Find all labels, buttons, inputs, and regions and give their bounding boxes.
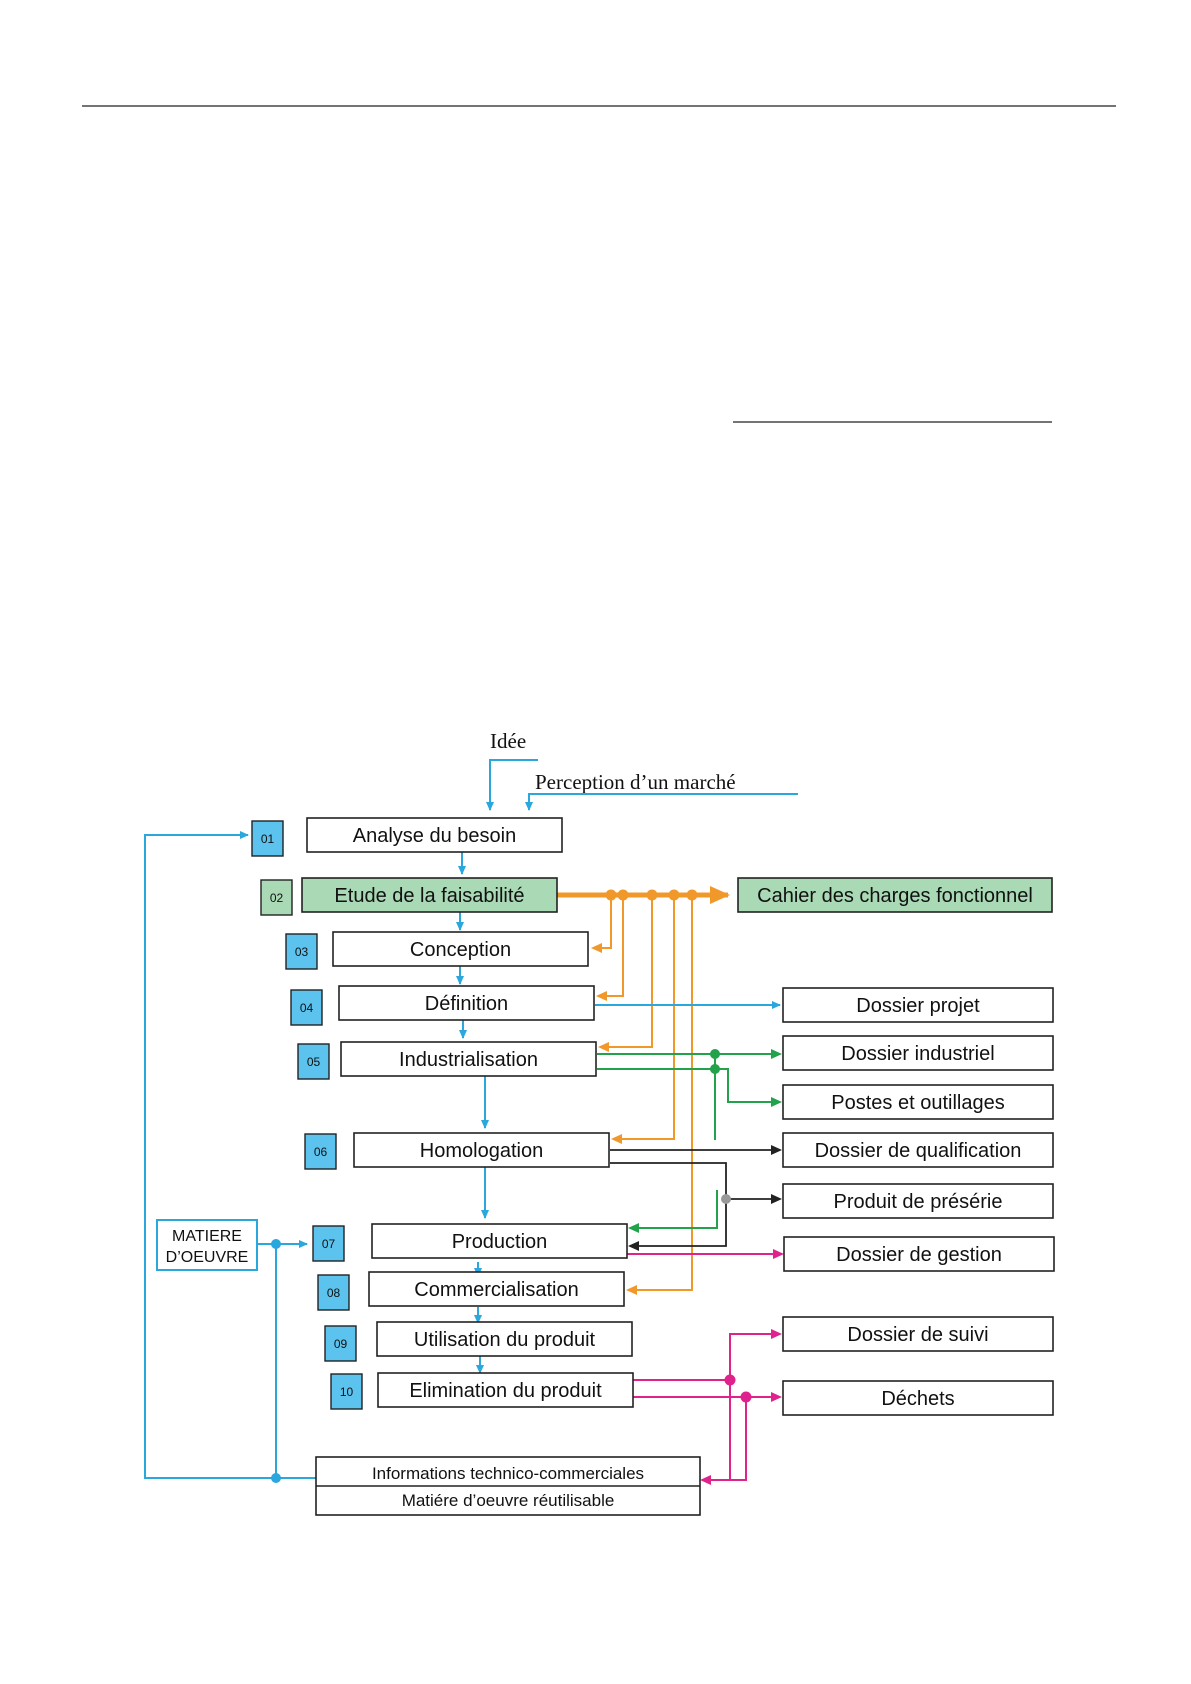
phase-box-commercialisation: Commercialisation (368, 1271, 625, 1307)
svg-text:Commercialisation: Commercialisation (414, 1279, 579, 1301)
orange-flows (557, 886, 730, 1295)
svg-text:Production: Production (452, 1231, 548, 1253)
svg-text:Elimination du produit: Elimination du produit (409, 1380, 602, 1402)
phase-box-conception: Conception (332, 931, 589, 967)
output-dossier-industriel: Dossier industriel (782, 1035, 1054, 1071)
svg-text:04: 04 (300, 1001, 314, 1015)
output-produit-preserie: Produit de présérie (782, 1183, 1054, 1219)
phase-tag-02: 02 (260, 879, 293, 916)
input-market: Perception d’un marché (525, 770, 798, 811)
svg-text:Analyse du besoin: Analyse du besoin (353, 825, 516, 847)
svg-text:Déchets: Déchets (881, 1388, 954, 1410)
phase-box-elimination-produit: Elimination du produit (377, 1372, 634, 1408)
phase-tag-06: 06 (304, 1133, 337, 1170)
output-dossier-projet: Dossier projet (782, 987, 1054, 1023)
phase-tag-10: 10 (330, 1373, 363, 1410)
feedback-box: Informations technico-commerciales Matié… (315, 1456, 701, 1516)
svg-text:Dossier industriel: Dossier industriel (841, 1043, 994, 1065)
black-flows (610, 1145, 782, 1251)
feedback-loop (144, 831, 316, 1483)
svg-text:Dossier de qualification: Dossier de qualification (815, 1140, 1022, 1162)
magenta-flows (627, 1249, 784, 1485)
phase-box-production: Production (371, 1223, 628, 1259)
phase-tag-03: 03 (285, 933, 318, 970)
input-idea: Idée (486, 729, 538, 811)
svg-text:Industrialisation: Industrialisation (399, 1049, 538, 1071)
svg-text:Dossier de suivi: Dossier de suivi (847, 1324, 988, 1346)
phase-tag-09: 09 (324, 1325, 357, 1362)
output-dossier-suivi: Dossier de suivi (782, 1316, 1054, 1352)
svg-text:Matiére d’oeuvre réutilisable: Matiére d’oeuvre réutilisable (402, 1491, 615, 1510)
svg-text:D’OEUVRE: D’OEUVRE (166, 1249, 249, 1266)
output-dossier-gestion: Dossier de gestion (783, 1236, 1055, 1272)
phase-tag-01: 01 (251, 820, 284, 857)
svg-text:Utilisation du produit: Utilisation du produit (414, 1329, 596, 1351)
phase-tag-07: 07 (312, 1225, 345, 1262)
phase-box-etude-faisabilite: Etude de la faisabilité (301, 877, 558, 913)
svg-text:05: 05 (307, 1055, 321, 1069)
svg-text:08: 08 (327, 1286, 341, 1300)
svg-text:Produit de présérie: Produit de présérie (834, 1191, 1003, 1213)
svg-text:01: 01 (261, 832, 275, 846)
svg-text:Idée: Idée (490, 729, 526, 753)
matiere-doeuvre-box: MATIERE D’OEUVRE (156, 1219, 258, 1271)
output-cahier-des-charges: Cahier des charges fonctionnel (737, 877, 1053, 913)
phase-tag-05: 05 (297, 1043, 330, 1080)
phase-box-definition: Définition (338, 985, 595, 1021)
phase-tag-04: 04 (290, 989, 323, 1026)
phase-tag-08: 08 (317, 1274, 350, 1311)
svg-text:MATIERE: MATIERE (172, 1228, 242, 1245)
output-dossier-qualification: Dossier de qualification (782, 1132, 1054, 1168)
svg-text:Informations technico-commerci: Informations technico-commerciales (372, 1464, 644, 1483)
svg-text:Définition: Définition (425, 993, 508, 1015)
svg-text:Conception: Conception (410, 939, 511, 961)
svg-text:Cahier des charges fonctionnel: Cahier des charges fonctionnel (757, 885, 1033, 907)
svg-text:Homologation: Homologation (420, 1140, 543, 1162)
svg-text:Postes et outillages: Postes et outillages (831, 1092, 1004, 1114)
phase-box-analyse-du-besoin: Analyse du besoin (306, 817, 563, 853)
output-postes-outillages: Postes et outillages (782, 1084, 1054, 1120)
svg-text:03: 03 (295, 945, 309, 959)
svg-text:02: 02 (270, 891, 284, 905)
svg-text:Dossier projet: Dossier projet (856, 995, 980, 1017)
svg-text:10: 10 (340, 1385, 354, 1399)
phase-box-industrialisation: Industrialisation (340, 1041, 597, 1077)
svg-text:07: 07 (322, 1237, 336, 1251)
svg-text:09: 09 (334, 1337, 348, 1351)
green-flows (597, 1049, 782, 1233)
svg-text:06: 06 (314, 1145, 328, 1159)
phase-box-homologation: Homologation (353, 1132, 610, 1168)
phase-box-utilisation-produit: Utilisation du produit (376, 1321, 633, 1357)
output-dechets: Déchets (782, 1380, 1054, 1416)
svg-text:Etude de la faisabilité: Etude de la faisabilité (334, 885, 524, 907)
svg-text:Dossier de gestion: Dossier de gestion (836, 1244, 1002, 1266)
svg-text:Perception d’un marché: Perception d’un marché (535, 770, 736, 794)
